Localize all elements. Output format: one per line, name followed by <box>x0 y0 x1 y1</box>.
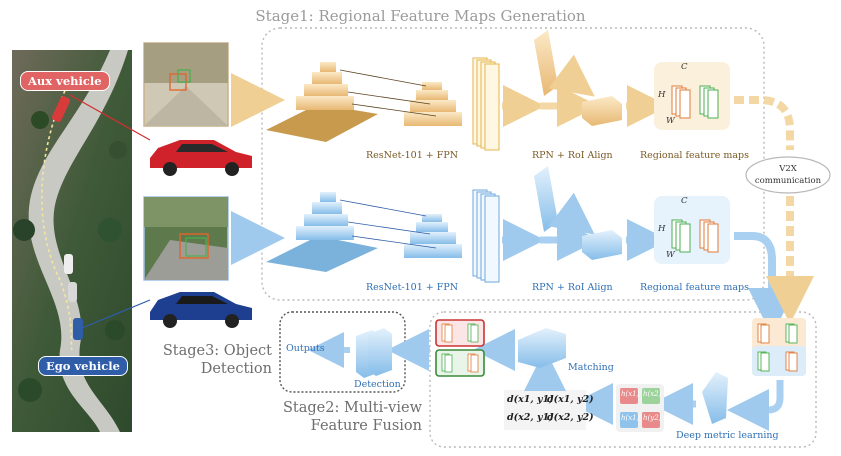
rpn-label-top: RPN + RoI Align <box>532 150 613 161</box>
deep-metric-label: Deep metric learning <box>676 430 779 441</box>
feat-hx2: h(x2) <box>643 390 662 398</box>
regional-label-top: Regional feature maps <box>640 150 750 161</box>
feat-hx1-a: h(x1) <box>621 390 640 398</box>
dim-c-bottom: C <box>681 196 688 206</box>
ego-vehicle-label: Ego vehicle <box>38 356 128 376</box>
dim-h-top: H <box>658 90 666 100</box>
fusion-internals <box>387 318 806 432</box>
regional-label-bottom: Regional feature maps <box>640 282 750 293</box>
dist-x2-y1: d(x2, y1) <box>507 412 554 423</box>
dist-x2-y2: d(x2, y2) <box>547 412 594 423</box>
dist-x1-y1: d(x1, y1) <box>507 394 554 405</box>
v2x-line1: V2X <box>779 164 797 174</box>
backbone-label-bottom: ResNet-101 + FPN <box>366 282 459 293</box>
stage1-box <box>261 27 765 301</box>
top-branch <box>231 30 794 151</box>
feat-hx1-b: h(x1) <box>621 414 640 422</box>
dim-h-bottom: H <box>658 224 666 234</box>
aux-vehicle-label: Aux vehicle <box>20 71 110 91</box>
matching-label: Matching <box>568 362 614 373</box>
dist-x1-y2: d(x1, y2) <box>547 394 594 405</box>
bottom-branch <box>231 166 796 336</box>
stage3-title-line1: Stage3: Object <box>162 343 272 359</box>
blue-car-icon <box>150 292 252 328</box>
dim-w-bottom: W <box>666 250 675 260</box>
stage1-title: Stage1: Regional Feature Maps Generation <box>255 7 586 25</box>
detection-label: Detection <box>354 379 401 390</box>
stage2-title-line2: Feature Fusion <box>310 418 422 434</box>
aux-vehicle-marker <box>51 96 71 122</box>
v2x-cloud-icon <box>745 156 831 194</box>
aux-camera-view <box>143 42 229 127</box>
ego-vehicle-marker <box>73 318 83 340</box>
backbone-label-top: ResNet-101 + FPN <box>366 150 459 161</box>
red-car-icon <box>150 140 252 176</box>
rpn-label-bottom: RPN + RoI Align <box>532 282 613 293</box>
stage3-title-line2: Detection <box>200 361 272 377</box>
dim-c-top: C <box>681 62 688 72</box>
ego-camera-view <box>143 196 229 281</box>
outputs-label: Outputs <box>286 343 325 354</box>
dim-w-top: W <box>666 116 675 126</box>
stage2-title-line1: Stage2: Multi-view <box>283 400 422 416</box>
detection-internals <box>308 328 392 378</box>
stage3-box <box>279 311 406 393</box>
feat-hy2: h(y2) <box>643 414 662 422</box>
v2x-line2: communication <box>754 176 822 186</box>
